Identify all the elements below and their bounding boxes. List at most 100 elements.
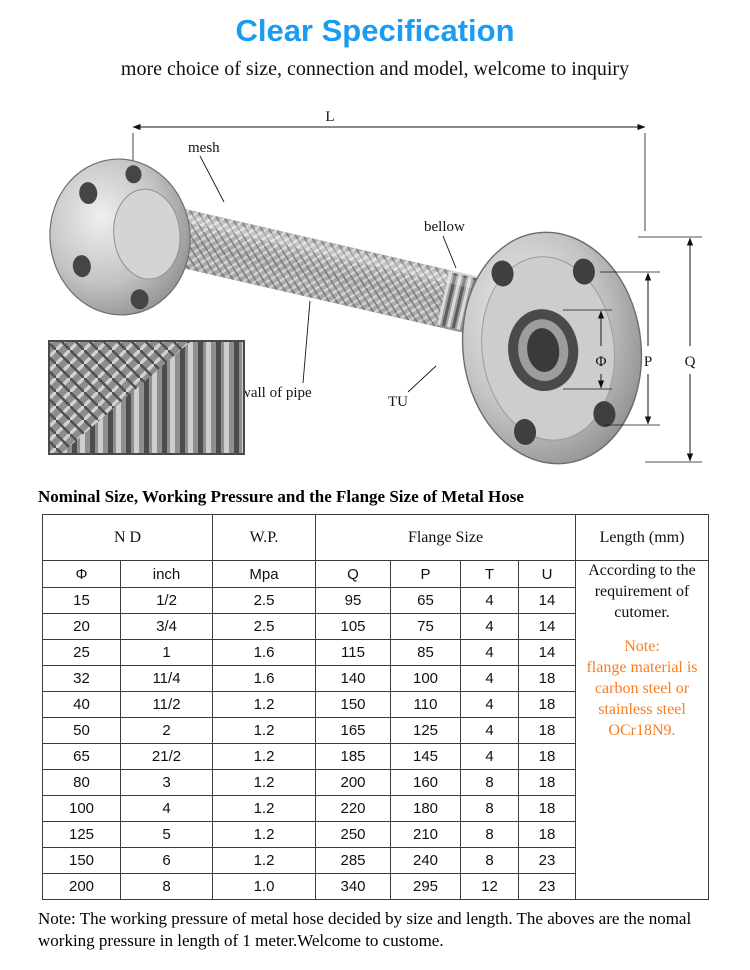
table-cell: 65: [390, 587, 461, 614]
bolt-hole: [125, 165, 142, 184]
flange-note-title: Note:: [624, 638, 660, 656]
dimension-Q: Q: [638, 236, 702, 463]
bolt-hole: [593, 401, 616, 428]
table-cell: 1.2: [212, 795, 316, 822]
table-cell: 14: [518, 639, 576, 666]
table-cell: 4: [460, 717, 519, 744]
table-cell: 11/4: [120, 665, 213, 692]
label-mesh-group: mesh: [188, 140, 225, 203]
table-cell: 160: [390, 769, 461, 796]
table-cell: 100: [390, 665, 461, 692]
col-header-phi: Φ: [42, 560, 121, 588]
dimension-P: P: [600, 271, 660, 426]
table-cell: 1.6: [212, 665, 316, 692]
table-cell: 150: [42, 847, 121, 874]
label-bellow: bellow: [424, 219, 465, 235]
label-mesh: mesh: [188, 140, 220, 156]
label-P: P: [644, 354, 652, 370]
table-cell: 1/2: [120, 587, 213, 614]
bolt-hole: [130, 289, 149, 310]
table-cell: 2.5: [212, 613, 316, 640]
col-header-inch: inch: [120, 560, 213, 588]
col-header-t: T: [460, 560, 519, 588]
col-group-nd: N D: [42, 514, 213, 561]
table-title: Nominal Size, Working Pressure and the F…: [38, 487, 524, 506]
table-cell: 115: [315, 639, 391, 666]
label-bellow-group: bellow: [424, 219, 465, 269]
col-header-q: Q: [315, 560, 391, 588]
table-cell: 18: [518, 665, 576, 692]
table-cell: 165: [315, 717, 391, 744]
page-subtitle: more choice of size, connection and mode…: [120, 58, 630, 80]
table-cell: 3/4: [120, 613, 213, 640]
label-Q: Q: [685, 354, 696, 370]
table-cell: 12: [460, 873, 519, 900]
label-tu-group: TU: [388, 365, 437, 410]
table-cell: 6: [120, 847, 213, 874]
table-cell: 1.2: [212, 847, 316, 874]
left-flange-hub: [113, 188, 181, 280]
bottom-note: Note: The working pressure of metal hose…: [38, 909, 692, 951]
table-cell: 145: [390, 743, 461, 770]
label-wall-of-pipe-group: wall of pipe: [240, 300, 312, 401]
table-cell: 4: [460, 587, 519, 614]
table-cell: 23: [518, 873, 576, 900]
table-cell: 18: [518, 691, 576, 718]
bolt-hole: [513, 418, 537, 445]
table-cell: 240: [390, 847, 461, 874]
col-group-length: Length (mm): [575, 514, 709, 561]
table-cell: 3: [120, 769, 213, 796]
table-cell: 8: [460, 821, 519, 848]
table-cell: 8: [460, 847, 519, 874]
flange-note-text: flange material is carbon steel or stain…: [586, 659, 698, 739]
hose-technical-diagram: L: [48, 109, 702, 465]
table-cell: 20: [42, 613, 121, 640]
braided-mesh-section: [158, 205, 450, 327]
table-cell: 4: [460, 613, 519, 640]
table-cell: 2: [120, 717, 213, 744]
table-cell: 210: [390, 821, 461, 848]
table-cell: 125: [42, 821, 121, 848]
table-cell: 50: [42, 717, 121, 744]
length-requirement-note: According to the requirement of cutomer.: [588, 562, 696, 621]
col-header-u: U: [518, 560, 576, 588]
table-cell: 140: [315, 665, 391, 692]
col-header-mpa: Mpa: [212, 560, 316, 588]
table-cell: 32: [42, 665, 121, 692]
table-cell: 4: [460, 743, 519, 770]
page-title: Clear Specification: [235, 13, 515, 48]
table-cell: 18: [518, 743, 576, 770]
table-cell: 2.5: [212, 587, 316, 614]
table-cell: 85: [390, 639, 461, 666]
table-cell: 4: [120, 795, 213, 822]
table-cell: 220: [315, 795, 391, 822]
table-cell: 40: [42, 691, 121, 718]
table-cell: 1.0: [212, 873, 316, 900]
table-cell: 8: [460, 795, 519, 822]
table-cell: 250: [315, 821, 391, 848]
spec-table-rows: N D W.P. Flange Size Length (mm) Φ inch …: [42, 514, 709, 900]
table-cell: 21/2: [120, 743, 213, 770]
table-cell: 100: [42, 795, 121, 822]
mesh-closeup-inset: [48, 340, 245, 455]
table-cell: 200: [315, 769, 391, 796]
table-cell: 285: [315, 847, 391, 874]
table-cell: 18: [518, 769, 576, 796]
table-cell: 185: [315, 743, 391, 770]
table-cell: 8: [120, 873, 213, 900]
table-cell: 150: [315, 691, 391, 718]
table-cell: 23: [518, 847, 576, 874]
table-cell: 1.2: [212, 743, 316, 770]
table-cell: 5: [120, 821, 213, 848]
dimension-L: L: [132, 109, 646, 231]
table-cell: 75: [390, 613, 461, 640]
table-cell: 95: [315, 587, 391, 614]
